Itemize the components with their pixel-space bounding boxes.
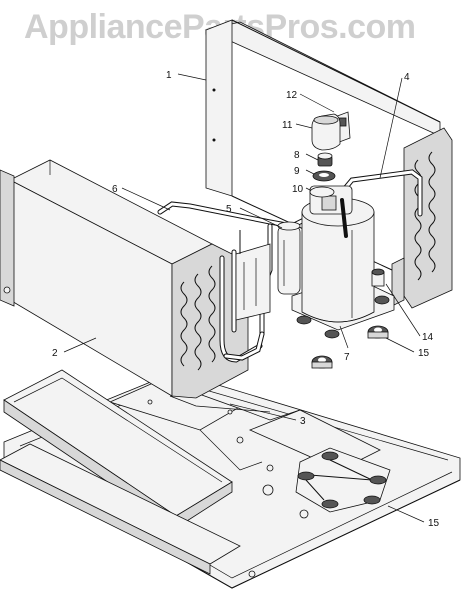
callout-11: 11 xyxy=(282,120,293,131)
callout-10: 10 xyxy=(292,184,304,195)
callout-labels: 1 2 3 4 5 6 7 8 9 10 11 12 14 15 15 xyxy=(52,70,440,529)
callout-15-grommet: 15 xyxy=(418,348,430,359)
evaporator-coil xyxy=(171,243,263,399)
callout-15-base: 15 xyxy=(428,518,440,529)
condenser-coil xyxy=(391,127,453,309)
callout-12: 12 xyxy=(286,90,298,101)
callout-6: 6 xyxy=(112,184,118,195)
callout-5: 5 xyxy=(226,204,232,215)
callout-8: 8 xyxy=(294,150,300,161)
compressor xyxy=(277,185,395,339)
callout-14: 14 xyxy=(422,332,434,343)
evaporator-housing xyxy=(0,159,213,397)
condenser-back-panel xyxy=(204,19,441,271)
drain-pan-lower xyxy=(0,443,241,575)
callout-9: 9 xyxy=(294,166,300,177)
rubber-grommets xyxy=(311,325,389,369)
callout-3: 3 xyxy=(300,416,306,427)
coil-bracket xyxy=(235,230,271,321)
terminal-cover-assembly xyxy=(309,111,351,198)
callout-7: 7 xyxy=(344,352,350,363)
callout-1: 1 xyxy=(166,70,172,81)
callout-4: 4 xyxy=(404,72,410,83)
leader-lines xyxy=(63,73,425,523)
mount-plate xyxy=(295,447,391,513)
callout-2: 2 xyxy=(52,348,58,359)
